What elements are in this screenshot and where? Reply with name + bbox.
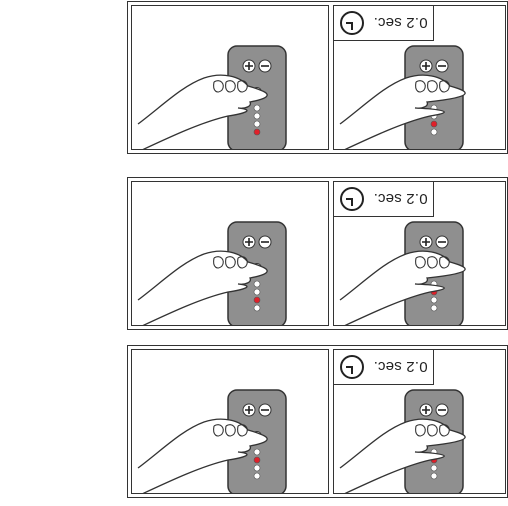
led-indicator (431, 121, 437, 127)
panel-before (131, 181, 329, 326)
plus-icon (243, 404, 255, 416)
minus-icon (436, 236, 448, 248)
led-indicator (431, 297, 437, 303)
plus-icon (243, 236, 255, 248)
led-indicator (431, 473, 437, 479)
timer-box: 0.2 sec. (333, 181, 434, 217)
clock-icon (339, 186, 365, 212)
led-indicator (254, 289, 260, 295)
panel-after: 0.2 sec. (333, 5, 506, 150)
timer-box: 0.2 sec. (333, 349, 434, 385)
remote-scene (132, 350, 328, 494)
timer-box: 0.2 sec. (333, 5, 434, 41)
led-indicator (254, 465, 260, 471)
minus-icon (259, 404, 271, 416)
led-indicator (254, 281, 260, 287)
minus-icon (436, 60, 448, 72)
clock-icon (339, 10, 365, 36)
plus-icon (243, 60, 255, 72)
led-indicator (254, 457, 260, 463)
minus-icon (436, 404, 448, 416)
led-indicator (254, 121, 260, 127)
panel-after: 0.2 sec. (333, 349, 506, 494)
led-indicator (431, 129, 437, 135)
led-indicator (254, 473, 260, 479)
panel-before (131, 349, 329, 494)
timer-label: 0.2 sec. (373, 15, 427, 32)
clock-icon (339, 354, 365, 380)
timer-label: 0.2 sec. (373, 191, 427, 208)
step-strip-2: 0.2 sec. (127, 177, 508, 330)
led-indicator (254, 305, 260, 311)
led-indicator (431, 465, 437, 471)
panel-before (131, 5, 329, 150)
led-indicator (254, 297, 260, 303)
led-indicator (431, 305, 437, 311)
panel-after: 0.2 sec. (333, 181, 506, 326)
minus-icon (259, 60, 271, 72)
timer-label: 0.2 sec. (373, 359, 427, 376)
led-indicator (254, 113, 260, 119)
minus-icon (259, 236, 271, 248)
plus-icon (420, 60, 432, 72)
led-indicator (254, 129, 260, 135)
plus-icon (420, 404, 432, 416)
plus-icon (420, 236, 432, 248)
step-strip-3: 0.2 sec. (127, 345, 508, 498)
led-indicator (254, 105, 260, 111)
led-indicator (254, 449, 260, 455)
remote-scene (132, 182, 328, 326)
remote-scene (132, 6, 328, 150)
step-strip-1: 0.2 sec. (127, 1, 508, 154)
